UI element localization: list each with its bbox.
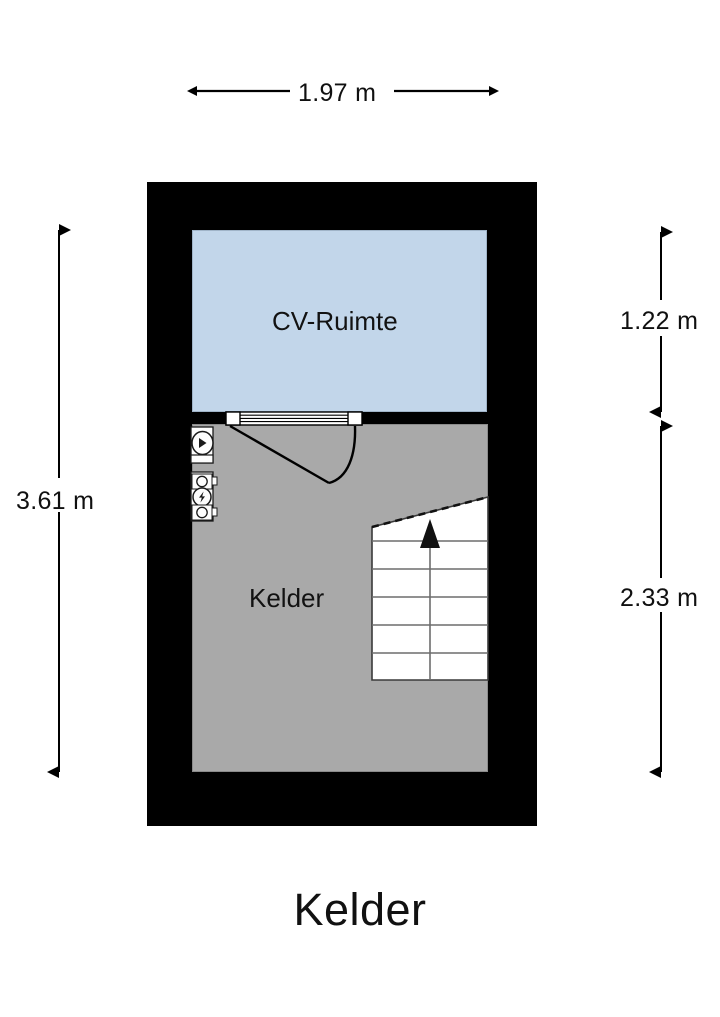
room-cv-ruimte bbox=[192, 230, 487, 412]
dimension-label-top: 1.97 m bbox=[298, 79, 377, 107]
room-label-kelder: Kelder bbox=[249, 583, 325, 613]
room-label-cv-ruimte: CV-Ruimte bbox=[272, 306, 398, 336]
page-title: Kelder bbox=[293, 884, 427, 935]
dimension-label-left: 3.61 m bbox=[16, 487, 95, 515]
dimension-label-right-bottom: 2.33 m bbox=[620, 584, 699, 612]
dimension-label-right-top: 1.22 m bbox=[620, 307, 699, 335]
room-kelder bbox=[192, 424, 488, 772]
